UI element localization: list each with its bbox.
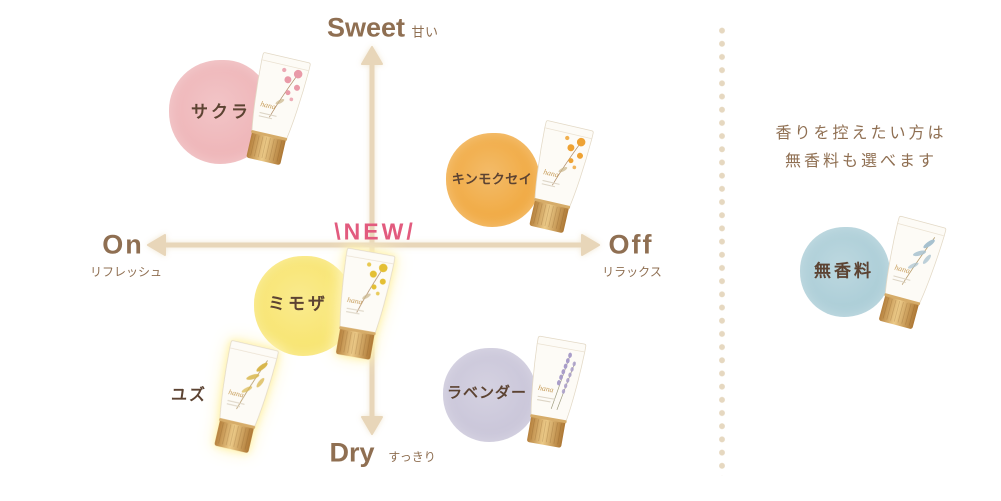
tube-graphic: hana: [527, 335, 587, 448]
kinmokusei-tube: hana: [517, 117, 599, 239]
unscented-tube: hana: [866, 212, 951, 335]
product-logo-text: hana: [347, 295, 364, 307]
arrow-left-icon: [147, 234, 166, 256]
flower-cluster-icon: [356, 262, 388, 313]
tube-cap: [527, 415, 566, 448]
product-logo-text: hana: [543, 167, 560, 179]
new-badge: \NEW/: [334, 218, 416, 245]
side-note: 香りを控えたい方は 無香料も選べます: [771, 119, 951, 175]
lavender-tube: hana: [515, 333, 592, 453]
axis-bottom-label: Dry: [329, 437, 375, 468]
lavender-sprig-icon: [550, 352, 576, 411]
side-note-line-1: 香りを控えたい方は: [775, 123, 947, 142]
tube-cap: [246, 131, 286, 165]
unscented-label: 無香料: [814, 261, 874, 282]
mimosa-tube: hana: [324, 245, 401, 365]
arrow-right-icon: [581, 234, 600, 256]
axis-right-label: Off: [608, 229, 654, 260]
leaf-sprig-icon: [236, 360, 268, 410]
yuzu-tube: hana: [202, 337, 284, 459]
side-note-line-2: 無香料も選べます: [784, 151, 937, 170]
axis-left-label: On: [102, 229, 144, 260]
lavender-circle: [443, 348, 537, 442]
tube-cap: [336, 327, 375, 360]
kinmokusei-circle: [446, 133, 540, 227]
product-logo-text: hana: [228, 387, 245, 399]
tube-graphic: hana: [879, 215, 947, 329]
axis-bottom-sublabel: すっきり: [388, 450, 436, 464]
sakura-tube: hana: [234, 49, 316, 171]
arrow-up-icon: [361, 46, 383, 65]
arrow-down-icon: [361, 416, 383, 435]
axis-left-sublabel: リフレッシュ: [89, 265, 163, 279]
kinmokusei-label: キンモクセイ: [451, 172, 533, 188]
product-logo-text: hana: [538, 383, 555, 395]
sakura-label: サクラ: [191, 102, 251, 123]
tube-body: [884, 215, 947, 306]
axis-top-sublabel: 甘い: [411, 25, 439, 41]
lavender-label: ラベンダー: [446, 383, 528, 402]
mimosa-circle: [254, 256, 354, 356]
tube-body: [339, 247, 396, 336]
unscented-circle: [800, 227, 890, 317]
tube-graphic: hana: [246, 52, 311, 165]
mimosa-label: ミモザ: [268, 294, 328, 315]
flower-cluster-icon: [552, 135, 586, 186]
product-logo-text: hana: [894, 263, 911, 276]
tube-graphic: hana: [214, 340, 279, 453]
tube-body: [530, 335, 587, 424]
product-logo-text: hana: [260, 99, 277, 111]
yuzu-label: ユズ: [170, 385, 208, 404]
yuzu-circle: [150, 352, 230, 432]
dotted-divider: [718, 24, 726, 476]
tube-cap: [214, 419, 254, 453]
tube-graphic: hana: [336, 247, 396, 360]
axis-top-label: Sweet: [326, 12, 406, 43]
tube-graphic: hana: [529, 120, 594, 233]
tube-body: [219, 340, 279, 430]
axis-right-sublabel: リラックス: [602, 265, 662, 279]
leaf-sprig-icon: [901, 237, 936, 285]
tube-cap: [879, 294, 919, 329]
tube-cap: [529, 199, 569, 233]
flower-cluster-icon: [269, 67, 303, 118]
